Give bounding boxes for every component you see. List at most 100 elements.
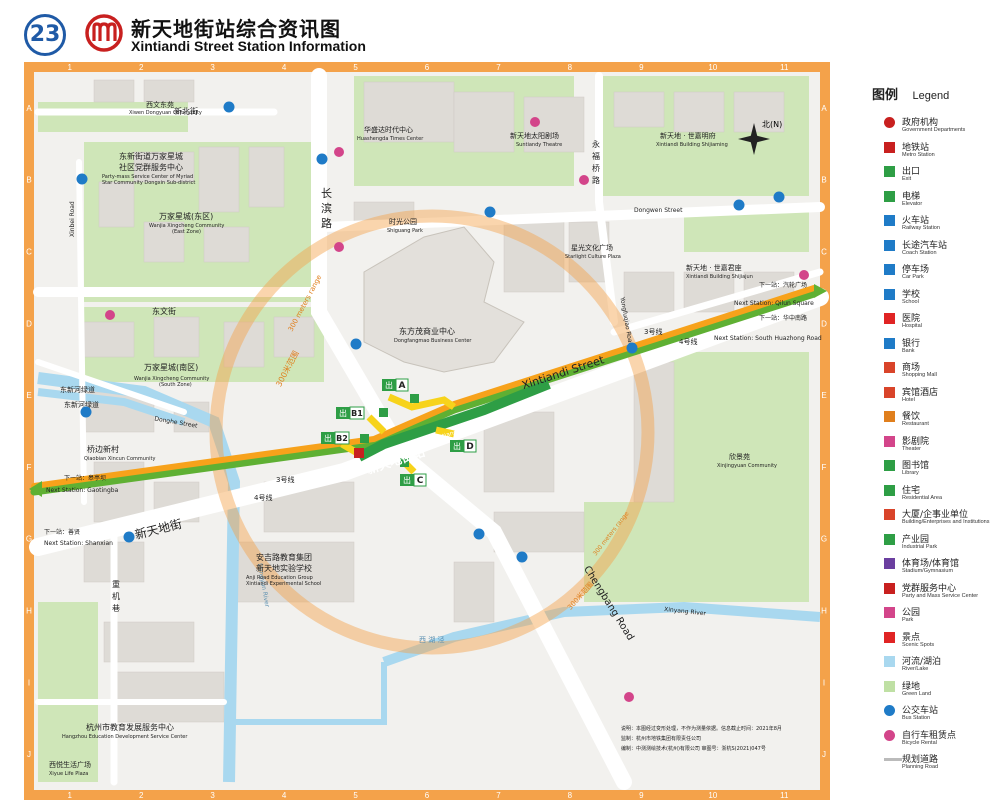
scenic-icon xyxy=(884,631,895,643)
grid-col-label: 2 xyxy=(139,63,144,72)
grid-row-label: D xyxy=(821,319,827,328)
exit-d-glyph: 出 xyxy=(453,441,461,451)
exit-b2-glyph: 出 xyxy=(324,433,332,443)
legend-item-label-en: Hotel xyxy=(902,396,915,403)
grid-row-label: I xyxy=(28,678,30,687)
bus-station-icon xyxy=(316,153,328,165)
metro-station-icon xyxy=(354,448,364,458)
grid-row-label: F xyxy=(27,463,32,472)
legend-item-label-en: Planning Road xyxy=(902,764,939,770)
legend-item-label: 影剧院 xyxy=(902,436,930,447)
station-platform[interactable] xyxy=(340,379,551,475)
grid-row-label: E xyxy=(26,391,31,400)
exit-c-label: C xyxy=(417,476,424,486)
wanjia-east-cn: 万家星城(东区) xyxy=(159,211,213,221)
grid-col-label: 1 xyxy=(68,63,73,72)
bicycle-rental-icon xyxy=(334,242,344,252)
legend-item-label-en: Green Land xyxy=(902,690,932,697)
bus-station-icon xyxy=(773,191,785,203)
bicycle-rental-icon xyxy=(334,147,344,157)
xinjingyuan-cn: 欣景苑 xyxy=(729,452,750,461)
legend-item-label: 公园 xyxy=(902,608,921,618)
legend-item-label: 党群服务中心 xyxy=(902,583,957,594)
line4-label-east: 4号线 xyxy=(679,337,697,346)
line3-label-east: 3号线 xyxy=(644,327,662,336)
exit-d[interactable]: 出 D xyxy=(450,439,477,453)
exit-b1[interactable]: 出 B1 xyxy=(336,406,365,420)
shijiaming-en: Xintiandi Building Shijiaming xyxy=(656,142,728,148)
yongfu-bridge-cn: 路 xyxy=(592,175,600,185)
bus-station-icon xyxy=(473,528,485,540)
metro-logo-icon xyxy=(85,14,123,52)
legend-item-label: 学校 xyxy=(902,289,921,300)
bicycle-rentals xyxy=(105,117,809,702)
legend-item-label-en: Park xyxy=(902,617,914,623)
yongfu-bridge-cn: 永 xyxy=(592,139,600,149)
yongfu-bridge-cn: 桥 xyxy=(592,163,600,173)
anji-school-en2: Xintiandi Experimental School xyxy=(246,581,321,587)
dongwen-street-cn: 东文街 xyxy=(152,306,176,316)
legend-title: 图例 Legend xyxy=(872,84,1002,103)
shiguang-cn: 时光公园 xyxy=(389,217,417,226)
railway-icon xyxy=(884,215,895,226)
map-note-3: 编制：中测测绘技术(杭州)有限公司 审图号：浙杭S(2021)047号 xyxy=(621,745,766,752)
line3-label-west: 3号线 xyxy=(276,475,294,484)
legend-item-label: 政府机构 xyxy=(902,118,939,128)
next-station-east-3-en: Next Station: Qilun Square xyxy=(734,300,814,307)
bus-stops xyxy=(76,101,785,563)
legend-item-label-en: Coach Station xyxy=(902,249,937,256)
restaurant-icon xyxy=(884,411,895,422)
grid-row-label: C xyxy=(821,248,827,257)
party-center-cn2: 社区党群服务中心 xyxy=(119,162,183,172)
library-icon xyxy=(884,460,895,471)
legend-item-label-en: Theater xyxy=(902,445,921,452)
grid-row-label: I xyxy=(823,678,825,687)
park-icon xyxy=(884,607,895,618)
bicycle-rental-icon xyxy=(105,310,115,320)
legend-item-label: 宾馆酒店 xyxy=(902,387,939,398)
anji-school-cn1: 安吉路教育集团 xyxy=(256,552,312,562)
grid-col-label: 6 xyxy=(425,791,430,800)
changbin-road-cn: 长 xyxy=(321,187,332,200)
starlight-cn: 星光文化广场 xyxy=(571,243,613,252)
legend-item-label: 出口 xyxy=(902,167,921,177)
grid-col-label: 8 xyxy=(568,63,573,72)
bus-station-icon xyxy=(484,206,496,218)
legend-item-label-en: Scenic Spots xyxy=(902,641,935,648)
exit-c[interactable]: 出 C xyxy=(400,473,427,487)
party-icon xyxy=(884,582,895,594)
north-arrow-icon: 北(N) xyxy=(738,120,782,155)
exit-c-glyph: 出 xyxy=(403,475,411,485)
legend-item-label: 商场 xyxy=(902,363,921,373)
wanjia-south-en2: (South Zone) xyxy=(159,382,192,388)
huasheng-en: Huashengda Times Center xyxy=(357,136,424,142)
huasheng-cn: 华盛达时代中心 xyxy=(364,125,413,134)
anji-school-en1: Anji Road Education Group xyxy=(246,575,313,581)
building-icon xyxy=(884,509,895,520)
grid-row-label: B xyxy=(26,176,31,185)
bank-icon xyxy=(884,337,895,349)
east-arrow-icon xyxy=(814,284,827,298)
bus-station-icon xyxy=(80,406,92,418)
xinbei-road-label: Xinbei Road xyxy=(69,201,76,237)
legend-item-label: 大厦/企事业单位 xyxy=(902,510,969,520)
wanjia-east-en1: Wanjia Xingcheng Community xyxy=(149,223,224,229)
exit-b1-label: B1 xyxy=(351,409,363,418)
exit-a[interactable]: 出 A xyxy=(382,378,409,392)
legend-item-label-en: School xyxy=(902,298,919,305)
xinjingyuan-en: Xinjingyuan Community xyxy=(717,463,777,469)
exit-b2[interactable]: 出 B2 xyxy=(321,431,350,445)
hangzhou-edu-en: Hangzhou Education Development Service C… xyxy=(62,734,188,740)
